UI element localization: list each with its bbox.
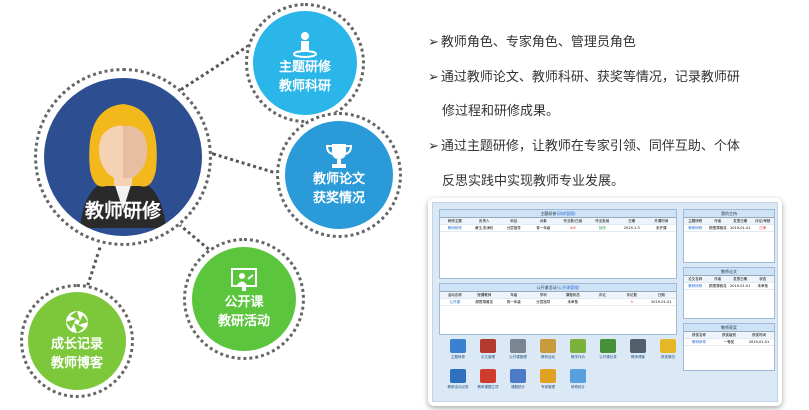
shortcut-icon[interactable] [510,339,526,353]
topic-research-panel: 主题研修(研修管理) 研修主题负责人科目对象作业数/已阅作业批阅日期开课时间 教… [439,209,677,279]
bullet-roles: ➢教师角色、专家角色、管理员角色 [428,35,636,50]
bullet-records-cont: 修过程和研修成果。 [442,104,560,119]
open-class-panel: 公开课活动(公开课管理) 活动名称授课教师年级学科课程状态评论评论数日期 公开课… [439,283,677,335]
shortcut-icon[interactable] [570,369,586,383]
shortcut-icon-grid: 主题研修 论文管理 公开课管理 教研活动 教学评价 公开课记录 教师博客 获奖情况教研活动记录… [439,339,677,399]
table-header: 活动名称授课教师年级学科课程状态评论评论数日期 [440,292,676,299]
shortcut-label[interactable]: 获奖情况 [661,355,675,359]
shortcut-label[interactable]: 教研课题立项 [477,385,499,389]
topic-node[interactable]: 主题研修 教师科研 [253,11,357,115]
person-pin-icon [293,32,317,58]
shortcut-label[interactable]: 教研活动记录 [447,385,469,389]
openclass-line2: 教研活动 [217,314,270,329]
shortcut-label[interactable]: 教学评价 [571,355,585,359]
shortcut-icon[interactable] [540,339,556,353]
shortcut-label[interactable]: 专家管理 [541,385,555,389]
shortcut-icon[interactable] [600,339,616,353]
shortcut-icon[interactable] [480,369,496,383]
shortcut-icon[interactable] [630,339,646,353]
shortcut-label[interactable]: 教研活动 [541,355,555,359]
shortcut-label[interactable]: 研修统计 [571,385,585,389]
arrow-icon: ➢ [428,70,439,85]
shortcut-icon[interactable] [480,339,496,353]
paper-line2: 获奖情况 [312,191,365,206]
aperture-icon [66,311,88,333]
shortcut-label[interactable]: 课题统计 [511,385,525,389]
topic-line2: 教师科研 [278,79,331,94]
paper-line1: 教师论文 [312,172,365,187]
topic-manage-link[interactable]: (研修管理) [556,211,576,216]
topic-line1: 主题研修 [278,60,331,75]
shortcut-label[interactable]: 主题研修 [451,355,465,359]
projector-icon [231,268,257,291]
center-label: 教师研修 [84,200,161,222]
shortcut-label[interactable]: 论文管理 [481,355,495,359]
teacher-avatar-icon [80,104,166,228]
arrow-icon: ➢ [428,35,439,50]
table-header: 论文名称作者发表日期状态 [684,276,774,283]
shortcut-label[interactable]: 公开课管理 [509,355,527,359]
arrow-icon: ➢ [428,139,439,154]
blog-line1: 成长记录 [50,337,103,352]
shortcut-icon[interactable] [660,339,676,353]
trophy-icon [325,144,353,168]
blog-line2: 教师博客 [50,356,103,371]
shortcut-label[interactable]: 教师博客 [631,355,645,359]
shortcut-label[interactable]: 公开课记录 [599,355,617,359]
shortcut-icon[interactable] [570,339,586,353]
shortcut-icon[interactable] [510,369,526,383]
table-header: 研修主题负责人科目对象作业数/已阅作业批阅日期开课时间 [440,218,676,225]
shortcut-icon[interactable] [450,369,466,383]
shortcut-icon[interactable] [540,369,556,383]
bullet-records: ➢通过教师论文、教师科研、获奖等情况，记录教师研 [428,70,740,85]
open-class-manage-link[interactable]: (公开课管理) [556,285,580,290]
table-header: 主题研修作者发表日期评论/审核 [684,218,774,225]
system-screenshot: 主题研修 (研修管理) 研修主题负责人科目对象作业数/已阅作业批阅日期开课时间 教… [428,198,782,406]
paper-node[interactable]: 教师论文 获奖情况 [285,121,393,229]
blog-node[interactable]: 成长记录 教师博客 [28,292,126,390]
openclass-line1: 公开课 [224,295,264,310]
table-header: 获奖名称获奖级别获奖时间 [684,332,774,339]
bullet-topic-cont: 反思实践中实现教师专业发展。 [442,174,625,189]
bullet-topic: ➢通过主题研修，让教师在专家引领、同伴互助、个体 [428,139,740,154]
shortcut-icon[interactable] [450,339,466,353]
center-circle: 教师研修 [44,78,202,236]
openclass-node[interactable]: 公开课 教研活动 [192,247,296,351]
